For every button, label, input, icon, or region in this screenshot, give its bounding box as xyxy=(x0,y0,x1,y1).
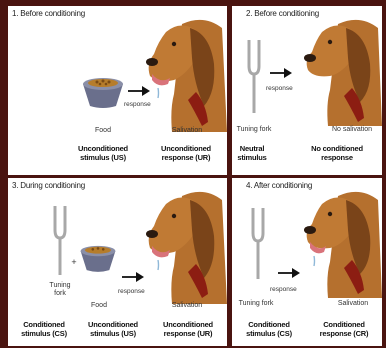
food-label: Food xyxy=(86,127,120,135)
response-label: response xyxy=(270,286,297,293)
arrow-icon xyxy=(270,68,292,78)
no-salivation-label: No salivation xyxy=(324,126,380,134)
panel-title: 3. During conditioning xyxy=(12,181,85,190)
plus-sign: + xyxy=(70,258,78,266)
dog-head-icon xyxy=(144,14,227,132)
dog-head-icon xyxy=(302,186,382,298)
dog-head-icon xyxy=(302,14,382,126)
panel-during-conditioning: 3. During conditioning + response Tu xyxy=(8,178,227,346)
tuning-fork-label: Tuning fork xyxy=(232,126,276,134)
food-bowl-icon xyxy=(78,242,118,274)
response-label: response xyxy=(266,85,293,92)
response-label: response xyxy=(118,288,145,295)
panel-title: 1. Before conditioning xyxy=(12,9,85,18)
panel-before-conditioning-2: 2. Before conditioning response Tuning f… xyxy=(232,6,382,175)
salivation-label: Salivation xyxy=(162,127,212,135)
tuning-fork-icon xyxy=(246,40,262,114)
food-bowl-icon xyxy=(80,74,126,110)
panel-after-conditioning: 4. After conditioning response Tuning fo… xyxy=(232,178,382,346)
arrow-icon xyxy=(278,268,300,278)
tuning-fork-label: Tuning fork xyxy=(234,300,278,308)
panel-before-conditioning-1: 1. Before conditioning response Food Sal… xyxy=(8,6,227,175)
tuning-fork-icon xyxy=(52,206,68,276)
food-label: Food xyxy=(84,302,114,310)
dog-head-icon xyxy=(144,186,227,304)
arrow-icon xyxy=(122,272,144,282)
salivation-label: Salivation xyxy=(162,302,212,310)
salivation-label: Salivation xyxy=(328,300,378,308)
tuning-fork-icon xyxy=(250,208,266,280)
